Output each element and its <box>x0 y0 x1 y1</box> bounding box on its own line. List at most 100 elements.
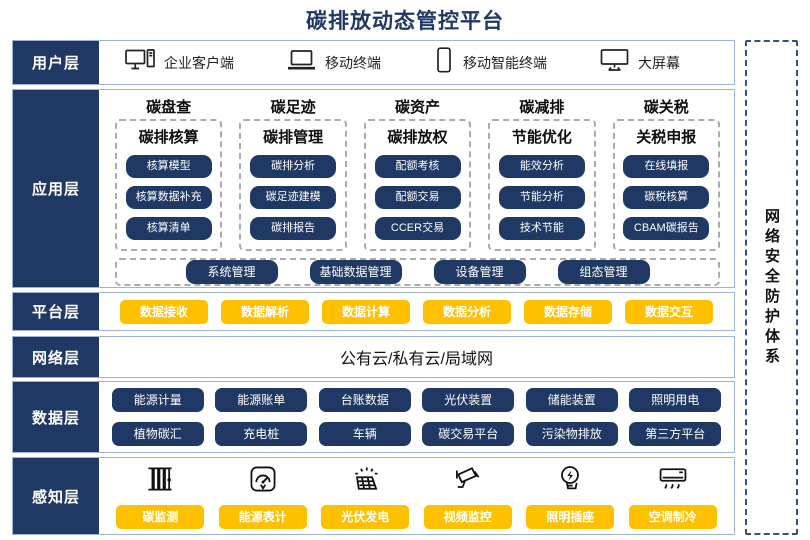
app-module: 碳税核算 <box>623 186 710 209</box>
sensing-items: 碳监测 能源表计 光伏发电 视频监控 照明插座 <box>99 458 734 534</box>
app-column-subtitle: 节能优化 <box>511 129 572 146</box>
layer-network-label: 网络层 <box>13 337 99 377</box>
cctv-icon <box>452 463 484 500</box>
layer-platform: 平台层 数据接收 数据解析 数据计算 数据分析 数据存储 数据交互 <box>12 292 735 331</box>
app-module: CCER交易 <box>374 217 461 240</box>
app-column-box: 节能优化 能效分析 节能分析 技术节能 <box>488 119 596 251</box>
sense-item-carbon-monitoring: 碳监测 <box>116 463 205 529</box>
data-source: 碳交易平台 <box>422 422 515 446</box>
user-item-label: 移动终端 <box>325 54 381 71</box>
app-column-carbon-inventory: 碳盘查 碳排核算 核算模型 核算数据补充 核算清单 <box>114 95 223 251</box>
sense-item-lighting-socket: 照明插座 <box>526 463 615 529</box>
user-item-enterprise-client: 企业客户端 <box>125 48 234 77</box>
app-module: 核算模型 <box>125 155 212 178</box>
layer-app-label: 应用层 <box>13 90 99 287</box>
platform-module: 数据解析 <box>221 299 309 324</box>
ac-icon <box>657 463 689 500</box>
app-column-carbon-footprint: 碳足迹 碳排管理 碳排分析 碳足迹建模 碳排报告 <box>239 95 347 251</box>
network-content: 公有云/私有云/局域网 <box>340 351 493 368</box>
security-system-panel: 网络安全防护体系 <box>745 40 798 535</box>
bulb-icon <box>554 463 586 500</box>
app-module: 碳足迹建模 <box>250 186 337 209</box>
user-items: 企业客户端 移动终端 移动智能终端 大屏幕 <box>99 41 734 84</box>
sense-item-label: 视频监控 <box>423 505 512 529</box>
app-module: 基础数据管理 <box>309 260 402 284</box>
user-item-big-screen: 大屏幕 <box>599 48 680 77</box>
app-column-header: 碳盘查 <box>146 99 192 116</box>
app-column-carbon-tariff: 碳关税 关税申报 在线填报 碳税核算 CBAM碳报告 <box>612 95 721 251</box>
app-module: 组态管理 <box>557 260 650 284</box>
data-source: 储能装置 <box>525 388 618 412</box>
app-column-box: 关税申报 在线填报 碳税核算 CBAM碳报告 <box>612 119 721 251</box>
app-module: 系统管理 <box>185 260 278 284</box>
pipes-icon <box>144 463 176 500</box>
data-source: 照明用电 <box>629 388 722 412</box>
sense-item-label: 能源表计 <box>218 505 307 529</box>
data-row: 能源计量 能源账单 台账数据 光伏装置 储能装置 照明用电 <box>111 388 722 412</box>
user-item-label: 企业客户端 <box>164 54 234 71</box>
sense-item-pv-generation: 光伏发电 <box>321 463 410 529</box>
platform-module: 数据计算 <box>322 299 410 324</box>
desktop-pc-icon <box>125 48 156 77</box>
data-source: 光伏装置 <box>422 388 515 412</box>
security-system-label: 网络安全防护体系 <box>763 207 780 368</box>
app-column-box: 碳排放权 配额考核 配额交易 CCER交易 <box>363 119 472 251</box>
app-content: 碳盘查 碳排核算 核算模型 核算数据补充 核算清单 碳足迹 碳排管理 碳排分析 … <box>99 90 734 287</box>
platform-module: 数据存储 <box>524 299 612 324</box>
user-item-label: 移动智能终端 <box>463 54 547 71</box>
app-module: 配额考核 <box>374 155 461 178</box>
layer-platform-label: 平台层 <box>13 293 99 330</box>
app-module: 在线填报 <box>623 155 710 178</box>
app-column-subtitle: 碳排核算 <box>138 129 199 146</box>
app-columns: 碳盘查 碳排核算 核算模型 核算数据补充 核算清单 碳足迹 碳排管理 碳排分析 … <box>114 95 721 251</box>
app-management-box: 系统管理 基础数据管理 设备管理 组态管理 <box>115 258 720 286</box>
data-grid: 能源计量 能源账单 台账数据 光伏装置 储能装置 照明用电 植物碳汇 充电桩 车… <box>99 382 734 452</box>
app-module: 设备管理 <box>433 260 526 284</box>
tablet-icon <box>433 47 455 78</box>
sense-item-energy-meter: 能源表计 <box>218 463 307 529</box>
app-module: CBAM碳报告 <box>623 217 710 240</box>
data-row: 植物碳汇 充电桩 车辆 碳交易平台 污染物排放 第三方平台 <box>111 422 722 446</box>
layer-user-label: 用户层 <box>13 41 99 84</box>
layer-user: 用户层 企业客户端 移动终端 移动智能终端 大屏幕 <box>12 40 735 85</box>
app-column-subtitle: 碳排放权 <box>387 129 448 146</box>
app-module: 核算清单 <box>125 217 212 240</box>
monitor-icon <box>599 48 630 77</box>
app-column-carbon-asset: 碳资产 碳排放权 配额考核 配额交易 CCER交易 <box>363 95 472 251</box>
laptop-icon <box>286 49 317 77</box>
gauge-icon <box>247 463 279 500</box>
sense-item-label: 碳监测 <box>116 505 205 529</box>
sense-item-label: 照明插座 <box>526 505 615 529</box>
app-module: 技术节能 <box>498 217 585 240</box>
data-source: 植物碳汇 <box>111 422 204 446</box>
app-module: 节能分析 <box>498 186 585 209</box>
page-title: 碳排放动态管控平台 <box>306 10 504 33</box>
platform-module: 数据分析 <box>423 299 511 324</box>
app-module: 碳排报告 <box>250 217 337 240</box>
platform-module: 数据交互 <box>625 299 713 324</box>
layer-data: 数据层 能源计量 能源账单 台账数据 光伏装置 储能装置 照明用电 植物碳汇 充… <box>12 381 735 453</box>
user-item-label: 大屏幕 <box>638 54 680 71</box>
app-column-subtitle: 关税申报 <box>636 129 697 146</box>
user-item-smart-mobile: 移动智能终端 <box>433 47 547 78</box>
app-column-header: 碳资产 <box>394 99 440 116</box>
data-source: 污染物排放 <box>525 422 618 446</box>
data-source: 能源计量 <box>111 388 204 412</box>
layer-sensing: 感知层 碳监测 能源表计 光伏发电 视频监控 <box>12 457 735 535</box>
app-module: 碳排分析 <box>250 155 337 178</box>
layer-sensing-label: 感知层 <box>13 458 99 534</box>
app-module: 核算数据补充 <box>125 186 212 209</box>
data-source: 第三方平台 <box>629 422 722 446</box>
data-source: 充电桩 <box>215 422 308 446</box>
layer-app: 应用层 碳盘查 碳排核算 核算模型 核算数据补充 核算清单 碳足迹 碳排管理 碳… <box>12 89 735 288</box>
solar-panel-icon <box>349 463 381 500</box>
sense-item-ac-cooling: 空调制冷 <box>628 463 717 529</box>
data-source: 台账数据 <box>318 388 411 412</box>
user-item-mobile-terminal: 移动终端 <box>286 49 381 77</box>
app-column-box: 碳排管理 碳排分析 碳足迹建模 碳排报告 <box>239 119 347 251</box>
app-column-header: 碳关税 <box>643 99 689 116</box>
app-column-box: 碳排核算 核算模型 核算数据补充 核算清单 <box>114 119 223 251</box>
sense-item-label: 空调制冷 <box>628 505 717 529</box>
app-column-subtitle: 碳排管理 <box>263 129 324 146</box>
data-source: 能源账单 <box>215 388 308 412</box>
